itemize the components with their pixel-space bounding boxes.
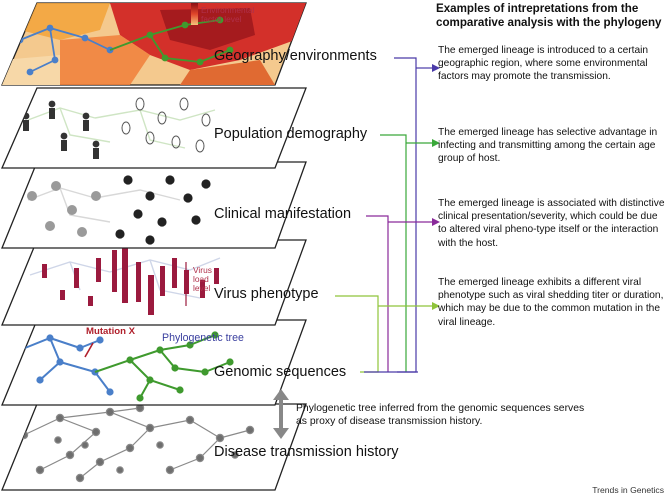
proxy-caption: Phylogenetic tree inferred from the geno… [296, 403, 585, 427]
mutation-label: Mutation X [86, 326, 136, 337]
layer-label-population: Population demography [214, 126, 368, 142]
phylogenetic-tree-label: Phylogenetic tree [162, 332, 244, 344]
layer-label-virus: Virus phenotype [214, 286, 319, 302]
layer-population [1, 87, 307, 169]
proxy-double-arrow [273, 389, 289, 439]
journal-credit: Trends in Genetics [592, 485, 664, 495]
environmental-scale-bar [191, 3, 198, 25]
layer-transmission [1, 403, 307, 491]
layer-label-genomic: Genomic sequences [214, 364, 347, 380]
virus-load-label: Virus load level [193, 265, 212, 293]
example-clinical: The emerged lineage is associated with d… [438, 198, 665, 249]
connector-arrowheads [432, 64, 440, 310]
example-virus: The emerged lineage exhibits a different… [438, 277, 664, 328]
layer-label-geography: Geography/environments [214, 48, 377, 64]
layer-label-clinical: Clinical manifestation [214, 206, 352, 222]
layer-virus [1, 239, 307, 326]
examples-title: Examples of intrepretations from the com… [436, 2, 662, 29]
environmental-factor-label: Environmental factor level [201, 5, 255, 24]
example-geography: The emerged lineage is introduced to a c… [438, 45, 649, 83]
layer-genomic [1, 319, 307, 406]
example-population: The emerged lineage has selective advant… [438, 127, 658, 165]
layer-clinical [1, 161, 307, 249]
connector-lines [335, 57, 432, 373]
layer-geography [1, 2, 307, 86]
layer-label-transmission: Disease transmission history [214, 444, 399, 460]
